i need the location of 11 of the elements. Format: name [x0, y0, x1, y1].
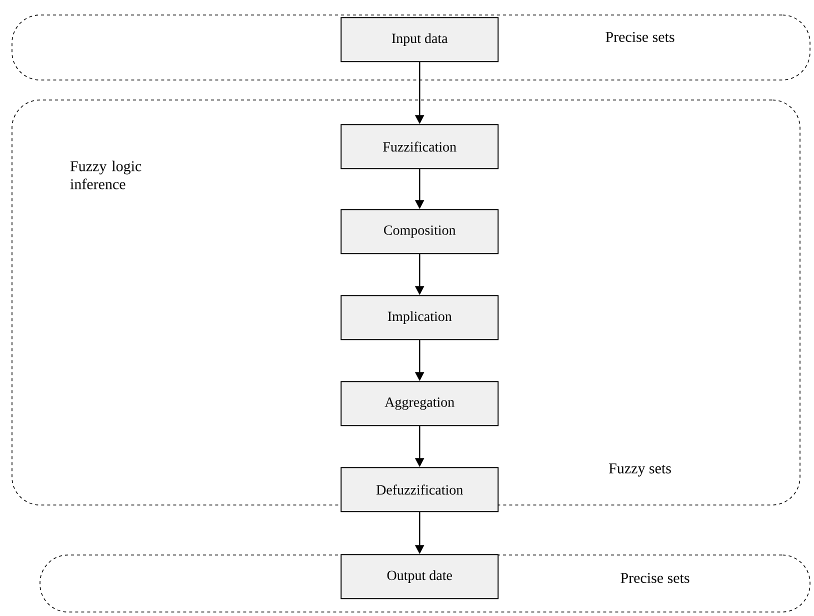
process-box: Fuzzification: [340, 124, 499, 170]
region-label: Precise sets: [620, 572, 690, 584]
process-box: Aggregation: [340, 381, 499, 426]
process-box: Output date: [340, 554, 499, 600]
region-label: Precise sets: [606, 32, 674, 42]
process-box: Defuzzification: [340, 467, 499, 512]
region-label: Fuzzy logic inference: [70, 160, 142, 190]
region-label: Fuzzy sets: [609, 463, 671, 477]
process-box: Implication: [340, 295, 499, 340]
process-box: Input data: [340, 17, 499, 62]
process-box: Composition: [340, 209, 499, 254]
